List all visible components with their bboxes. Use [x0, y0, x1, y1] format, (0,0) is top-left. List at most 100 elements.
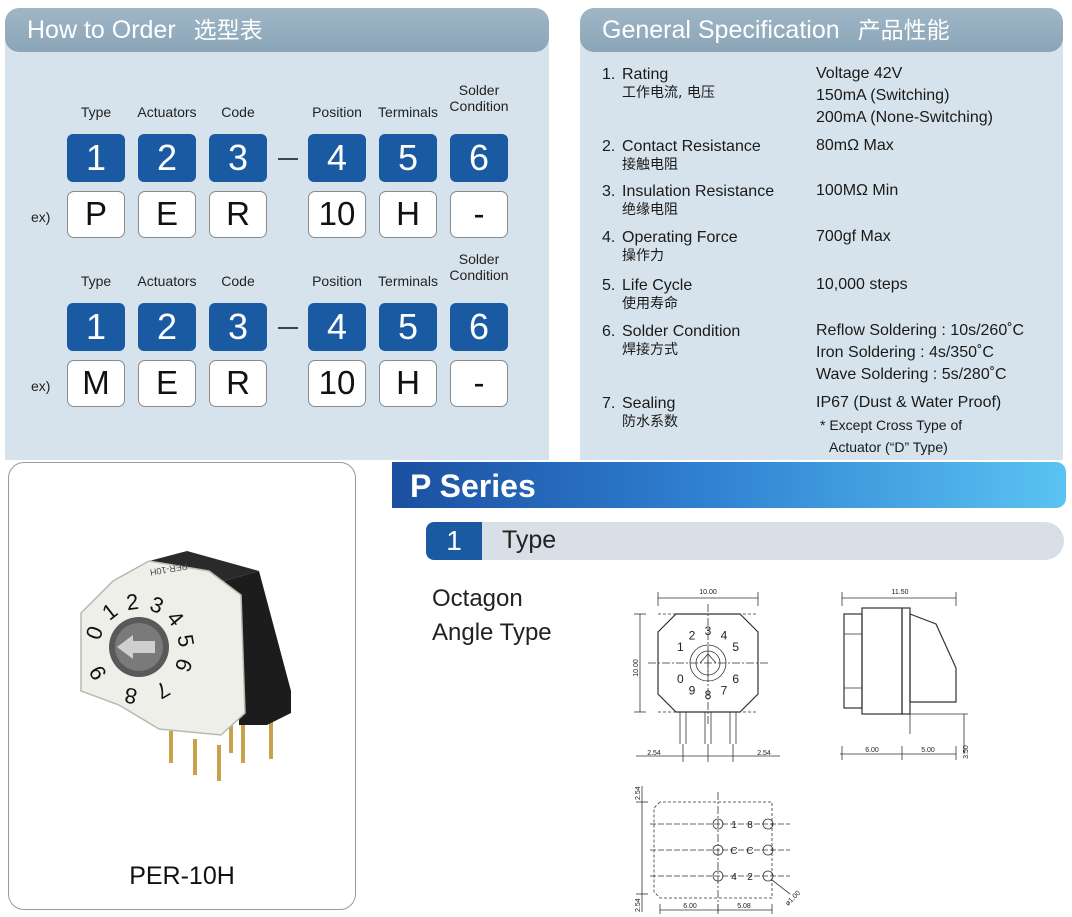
order-col-header: Terminals [378, 104, 438, 120]
how-to-order-title-zh: 选型表 [193, 18, 263, 44]
spec-item-values: 100MΩ Min [816, 180, 898, 202]
spec-note-line2: Actuator (“D” Type) [829, 439, 948, 455]
part-name: PER-10H [129, 862, 235, 890]
spec-value-line: Wave Soldering : 5s/280˚C [816, 366, 1007, 383]
spec-value-line: 150mA (Switching) [816, 87, 950, 104]
side-view-drawing: 11.50 6.00 5.00 3.50 [840, 589, 970, 760]
general-spec-title: General Specification [602, 16, 840, 44]
pcb-pin-label: 8 [747, 820, 753, 831]
type-desc-line1: Octagon [432, 585, 523, 612]
spec-value-line: Iron Soldering : 4s/350˚C [816, 344, 994, 361]
front-height-dim: 10.00 [633, 659, 640, 677]
type-section-band: 1 Type [426, 522, 1064, 560]
order-example-label: ex) [31, 378, 51, 394]
spec-item-name: Rating [622, 66, 669, 83]
order-example-value: - [450, 191, 508, 238]
order-example-label: ex) [31, 209, 51, 225]
spec-value-line: Voltage 42V [816, 65, 903, 82]
spec-item: 6. Solder Condition 焊接方式 [602, 323, 740, 359]
type-section-number: 1 [426, 522, 482, 560]
spec-value-line: 100MΩ Min [816, 182, 899, 199]
spec-item-name-zh: 防水系数 [622, 414, 678, 430]
order-example-value: P [67, 191, 125, 238]
dial-arrow-icon [117, 635, 155, 659]
front-dial-digit: 8 [705, 688, 712, 702]
order-col-header: Type [80, 104, 112, 120]
order-position-number: 5 [379, 303, 437, 351]
front-dial-digit: 0 [677, 672, 684, 686]
order-col-header: Position [312, 104, 362, 120]
spec-item-name: Life Cycle [622, 277, 693, 294]
order-position-number: 5 [379, 134, 437, 182]
spec-item-name-zh: 工作电流, 电压 [622, 85, 715, 101]
dial-digit: 5 [172, 633, 199, 649]
spec-item-name: Sealing [622, 395, 676, 412]
general-spec-title-zh: 产品性能 [857, 18, 950, 44]
spec-value-line: 10,000 steps [816, 276, 908, 293]
order-position-number: 6 [450, 303, 508, 351]
spec-item-number: 6. [602, 323, 616, 340]
order-position-number: 1 [67, 303, 125, 351]
pcb-dim-a: 6.00 [683, 903, 697, 910]
pcb-pin-label: 2 [747, 872, 753, 883]
front-dial-digit: 6 [732, 672, 739, 686]
order-position-number: 2 [138, 134, 196, 182]
spec-note-line1: * Except Cross Type of [820, 417, 963, 433]
spec-value-line: Reflow Soldering : 10s/260˚C [816, 322, 1025, 339]
order-example-value: 10 [308, 191, 366, 238]
spec-item-name: Solder Condition [622, 323, 741, 340]
spec-value-line: 80mΩ Max [816, 137, 894, 154]
spec-item-name-zh: 焊接方式 [622, 342, 678, 358]
order-col-header: Solder Condition [449, 251, 509, 283]
spec-item-values: 80mΩ Max [816, 135, 894, 157]
spec-item-number: 7. [602, 395, 616, 412]
spec-value-line: 200mA (None-Switching) [816, 109, 993, 126]
side-width-dim: 11.50 [892, 589, 909, 596]
order-position-number: 1 [67, 134, 125, 182]
general-spec-panel: General Specification 产品性能 1. Rating 工作电流, … [580, 8, 1063, 460]
order-col-header: Code [221, 104, 255, 120]
spec-item-values: Voltage 42V 150mA (Switching) 200mA (None-… [816, 63, 993, 129]
order-example-value: 10 [308, 360, 366, 407]
front-dial-digit: 5 [732, 640, 739, 654]
spec-item-name: Insulation Resistance [622, 183, 775, 200]
order-col-header: Terminals [378, 273, 438, 289]
order-example-value: R [209, 360, 267, 407]
front-width-dim: 10.00 [699, 589, 717, 596]
spec-item: 1. Rating 工作电流, 电压 [602, 66, 715, 102]
order-position-number: 4 [308, 134, 366, 182]
order-example-value: H [379, 360, 437, 407]
series-band: P Series [392, 462, 1066, 508]
order-position-number: 3 [209, 134, 267, 182]
spec-item-number: 1. [602, 66, 616, 83]
switch-housing-top [149, 551, 259, 581]
pcb-hole-dim: ø1.00 [784, 890, 802, 908]
type-description: Octagon Angle Type [432, 582, 552, 650]
front-dial-digit: 3 [705, 624, 712, 638]
order-example-value: R [209, 191, 267, 238]
order-example-value: E [138, 191, 196, 238]
order-position-number: 6 [450, 134, 508, 182]
spec-item-values: Reflow Soldering : 10s/260˚C Iron Solderi… [816, 320, 1024, 386]
front-dial-digit: 2 [689, 628, 696, 642]
pcb-pin-label: 4 [731, 872, 737, 883]
order-position-number: 3 [209, 303, 267, 351]
spec-item-number: 3. [602, 183, 616, 200]
side-pin-dim: 3.50 [963, 745, 970, 759]
order-col-header: Position [312, 273, 362, 289]
spec-item-values: 10,000 steps [816, 274, 908, 296]
spec-item-values: IP67 (Dust & Water Proof) [816, 392, 1001, 414]
series-title: P Series [410, 468, 536, 504]
front-dial-digit: 7 [721, 684, 728, 698]
front-pitch-left: 2.54 [647, 750, 661, 757]
order-example-value: H [379, 191, 437, 238]
spec-value-line: 700gf Max [816, 228, 891, 245]
order-separator-dash [278, 158, 298, 160]
dial-digit: 2 [125, 589, 141, 615]
